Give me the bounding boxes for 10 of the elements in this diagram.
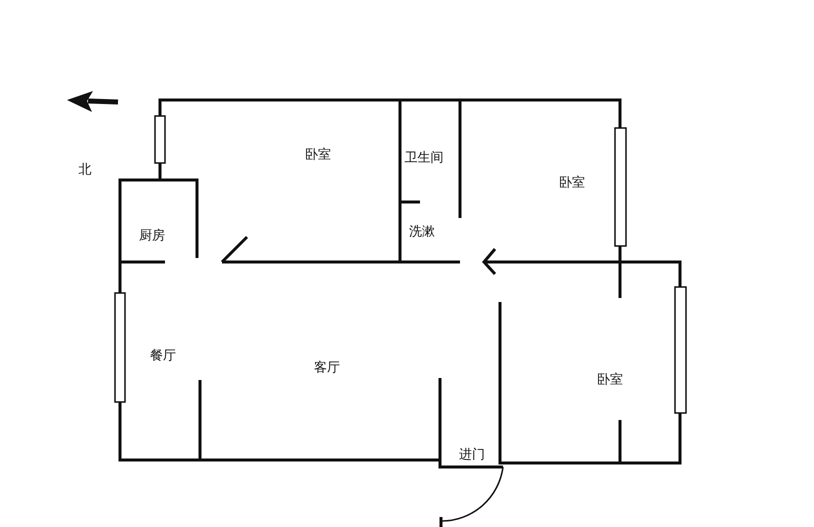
room-label: 客厅 bbox=[314, 362, 340, 374]
room-label: 洗漱 bbox=[409, 226, 435, 238]
room-label: 卧室 bbox=[305, 148, 331, 162]
room-label: 餐厅 bbox=[150, 350, 176, 362]
room-label: 厨房 bbox=[139, 230, 165, 242]
room-label: 卧室 bbox=[559, 176, 585, 190]
room-label: 卧室 bbox=[597, 374, 623, 386]
entrance-label: 进门 bbox=[459, 448, 485, 462]
room-label: 卫生间 bbox=[404, 152, 444, 164]
compass-label: 北 bbox=[78, 164, 92, 176]
